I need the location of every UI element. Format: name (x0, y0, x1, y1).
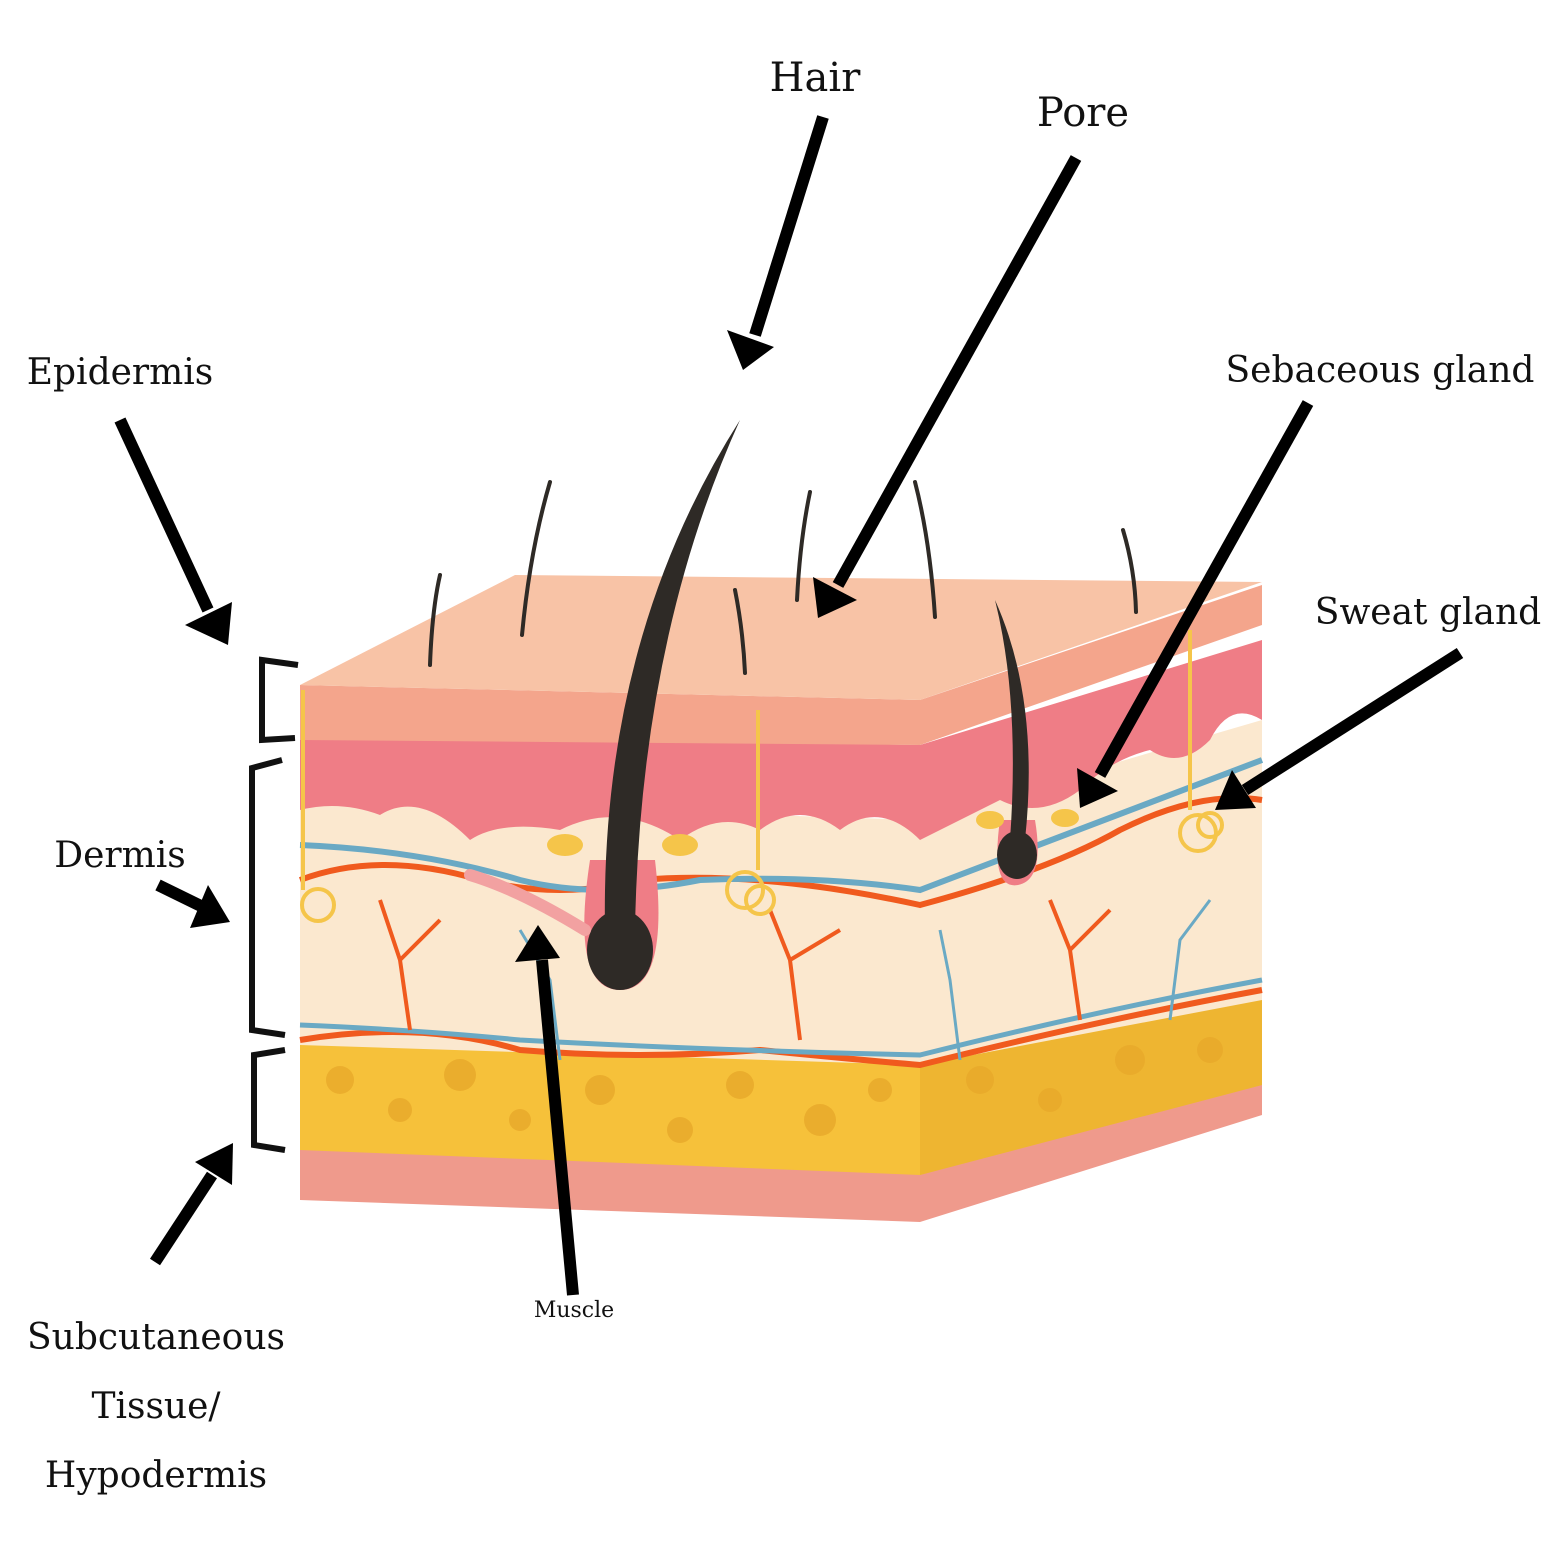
sebaceous-gland-3 (976, 811, 1004, 829)
arrow-hair (727, 115, 829, 370)
main-hair (604, 420, 740, 930)
label-sweat-gland: Sweat gland (1314, 592, 1542, 633)
arrow-epidermis (114, 417, 232, 645)
arrow-sebaceous (1077, 400, 1314, 808)
sebaceous-gland-4 (1051, 809, 1079, 827)
capillaries (378, 899, 1112, 1041)
sebaceous-gland (547, 834, 583, 856)
label-hypodermis: Hypodermis (44, 1455, 268, 1496)
surface-hairs (428, 480, 1138, 675)
label-tissue: Tissue/ (91, 1386, 221, 1427)
label-subcutaneous: Subcutaneous (27, 1317, 285, 1358)
arrow-dermis (155, 879, 230, 928)
artery (298, 795, 1263, 909)
hypodermis-bracket (251, 1047, 286, 1153)
label-dermis: Dermis (54, 835, 186, 876)
epidermis-bracket (259, 656, 299, 744)
fat-cells (326, 1037, 1223, 1143)
label-muscle: Muscle (533, 1298, 615, 1323)
arrow-pore (813, 155, 1082, 618)
fat-side-shade (920, 990, 1262, 1175)
skin-surface (300, 575, 1262, 700)
arrow-sweat (1215, 647, 1464, 810)
arrector-pili-muscle (464, 869, 591, 936)
label-pore: Pore (1036, 90, 1130, 136)
vein-lower (299, 977, 1263, 1058)
hair-bulb-2 (997, 831, 1037, 879)
arrow-muscle (515, 925, 579, 1296)
pointer-arrows (114, 115, 1464, 1296)
label-hair: Hair (769, 55, 861, 101)
bottom-layer (300, 1060, 1262, 1222)
label-epidermis: Epidermis (26, 352, 214, 393)
dermis-bracket (249, 757, 286, 1038)
sweat-glands (300, 630, 1224, 923)
arrow-hypodermis (149, 1143, 233, 1266)
sebaceous-gland-2 (662, 834, 698, 856)
layer-brackets (249, 656, 299, 1153)
hair-bulb (587, 910, 653, 990)
label-sebaceous-gland: Sebaceous gland (1225, 350, 1535, 391)
hair-2 (995, 600, 1029, 840)
